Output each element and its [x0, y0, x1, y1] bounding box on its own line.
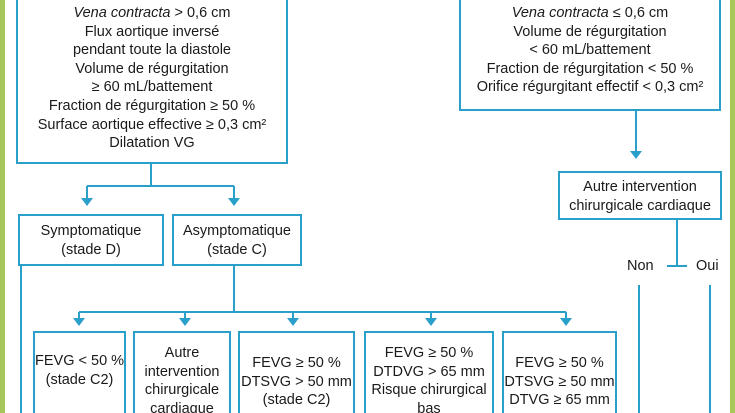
sub-box-3-line-1: FEVG ≥ 50 %: [252, 355, 341, 371]
left-criteria-line-7: Surface aortique effective ≥ 0,3 cm²: [37, 116, 267, 133]
autre-intervention-box: Autre intervention chirurgicale cardiaqu…: [558, 171, 722, 220]
sub-box-2-line-1: Autre: [164, 345, 200, 361]
right-criteria-line-2: Volume de régurgitation: [513, 23, 667, 40]
left-criteria-line-1: Vena contracta > 0,6 cm: [73, 5, 231, 21]
sub-box-autre-intervention: Autre intervention chirurgicale cardiaqu…: [133, 331, 231, 413]
right-page-border: [730, 0, 735, 413]
sub-box-1-line-2: (stade C2): [45, 371, 114, 388]
branch-non-label: Non: [627, 258, 654, 274]
left-page-border: [0, 0, 5, 413]
sub-box-5-line-1: FEVG ≥ 50 %: [515, 355, 604, 371]
symptomatique-line-1: Symptomatique: [40, 223, 142, 239]
arrowhead-sub-2: [179, 318, 191, 326]
autre-intervention-line-1: Autre intervention: [583, 179, 697, 195]
right-criteria-box: Vena contracta ≤ 0,6 cm Volume de régurg…: [459, 0, 721, 111]
sub-box-5-line-3: DTVG ≥ 65 mm: [509, 392, 610, 409]
sub-box-1-line-1: FEVG < 50 %: [35, 353, 125, 369]
left-criteria-box: Vena contracta > 0,6 cm Flux aortique in…: [16, 0, 288, 164]
branch-oui-label: Oui: [696, 258, 719, 274]
arrowhead-autre-intervention: [630, 151, 642, 159]
sub-box-dtsvg-gt-50: FEVG ≥ 50 % DTSVG > 50 mm (stade C2): [238, 331, 355, 413]
sub-box-dtsvg-ge-50: FEVG ≥ 50 % DTSVG ≥ 50 mm DTVG ≥ 65 mm: [502, 331, 617, 413]
right-criteria-line-1: Vena contracta ≤ 0,6 cm: [511, 5, 669, 21]
left-criteria-line-4: Volume de régurgitation: [75, 60, 229, 77]
sub-box-3-line-3: (stade C2): [262, 392, 331, 409]
right-criteria-line-4: Fraction de régurgitation < 50 %: [486, 60, 694, 77]
sub-box-4-line-4: bas: [417, 400, 441, 413]
left-criteria-line-3: pendant toute la diastole: [72, 42, 231, 59]
sub-box-2-line-2: intervention: [144, 363, 220, 380]
sub-box-2-line-4: cardiaque: [150, 400, 214, 413]
sub-box-5-line-2: DTSVG ≥ 50 mm: [504, 373, 615, 390]
asymptomatique-line-1: Asymptomatique: [183, 223, 291, 239]
arrowhead-sub-4: [425, 318, 437, 326]
arrowhead-asymptomatique: [228, 198, 240, 206]
left-criteria-line-2: Flux aortique inversé: [84, 23, 220, 40]
asymptomatique-box: Asymptomatique (stade C): [172, 214, 302, 266]
sub-box-fevg-lt-50: FEVG < 50 % (stade C2): [33, 331, 126, 413]
sub-box-4-line-1: FEVG ≥ 50 %: [384, 345, 474, 361]
right-criteria-line-3: < 60 mL/battement: [529, 42, 651, 59]
left-criteria-line-6: Fraction de régurgitation ≥ 50 %: [48, 97, 256, 114]
asymptomatique-line-2: (stade C): [207, 241, 267, 258]
sub-box-4-line-2: DTDVG > 65 mm: [373, 363, 485, 380]
left-criteria-line-8: Dilatation VG: [109, 135, 195, 152]
autre-intervention-line-2: chirurgicale cardiaque: [569, 197, 711, 214]
sub-box-3-line-2: DTSVG > 50 mm: [241, 373, 352, 390]
sub-box-4-line-3: Risque chirurgical: [371, 382, 487, 399]
arrowhead-symptomatique: [81, 198, 93, 206]
arrowhead-sub-1: [73, 318, 85, 326]
symptomatique-box: Symptomatique (stade D): [18, 214, 164, 266]
symptomatique-line-2: (stade D): [61, 241, 121, 258]
arrowhead-sub-3: [287, 318, 299, 326]
left-criteria-line-5: ≥ 60 mL/battement: [91, 79, 213, 96]
sub-box-2-line-3: chirurgicale: [144, 382, 220, 399]
right-criteria-line-5: Orifice régurgitant effectif < 0,3 cm²: [476, 79, 704, 96]
arrowhead-sub-5: [560, 318, 572, 326]
sub-box-dtdvg-gt-65: FEVG ≥ 50 % DTDVG > 65 mm Risque chirurg…: [364, 331, 494, 413]
